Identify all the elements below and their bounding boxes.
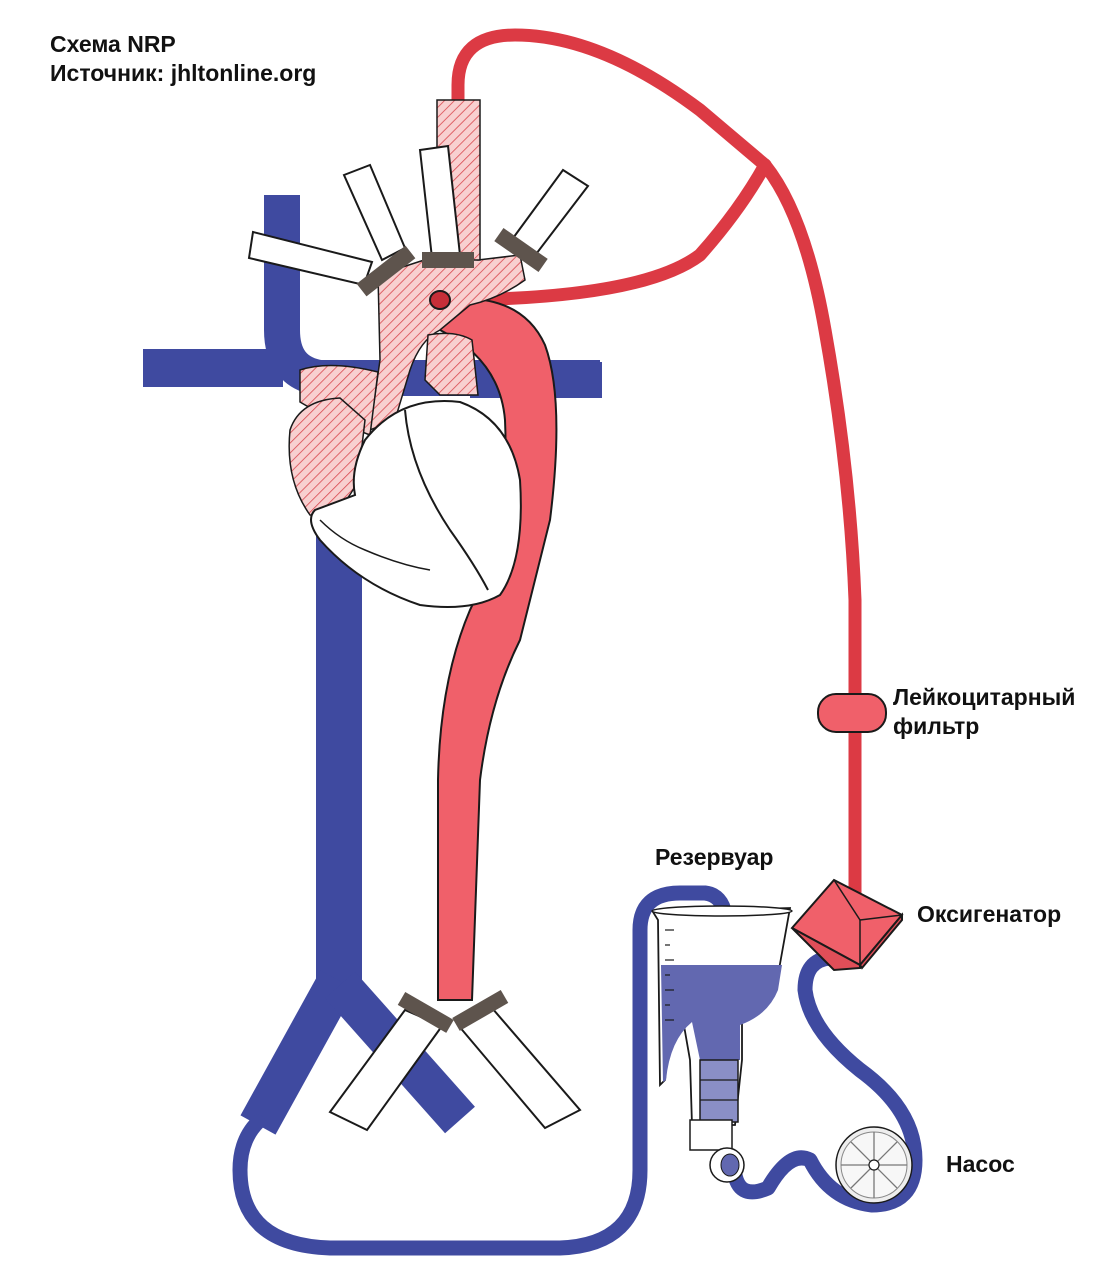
oxygenator-label: Оксигенатор xyxy=(917,901,1062,927)
oxygenator xyxy=(790,878,904,972)
reservoir-label: Резервуар xyxy=(655,844,774,870)
leukocyte-filter-label: Лейкоцитарный фильтр xyxy=(893,683,1075,741)
inferior-vena-cava xyxy=(316,520,362,990)
horizontal-vein xyxy=(143,349,283,387)
title-block: Схема NRP Источник: jhltonline.org xyxy=(50,30,316,88)
branch-vessels xyxy=(247,144,590,1132)
clamp-right xyxy=(494,227,548,273)
reservoir xyxy=(651,905,793,1183)
reservoir-rim xyxy=(651,905,793,917)
heart-septum xyxy=(404,409,489,591)
reservoir-outlet xyxy=(689,1119,733,1151)
clamp-iliac-left xyxy=(397,991,454,1033)
reservoir-fluid xyxy=(661,965,782,1082)
arterial-line-to-heart xyxy=(433,158,772,307)
pump-tube xyxy=(727,950,923,1213)
vessel-left-diagonal xyxy=(342,163,407,262)
leukocyte-filter xyxy=(817,693,887,733)
excluded-region xyxy=(288,99,526,517)
reservoir-scale xyxy=(665,929,674,1021)
clamp-center xyxy=(422,252,474,268)
heart-ventricle-line xyxy=(319,519,431,571)
aorta xyxy=(437,297,558,1001)
vein-branch-left xyxy=(240,970,356,1135)
reservoir-neck xyxy=(699,1059,739,1123)
diagram-title: Схема NRP xyxy=(50,31,176,57)
iliac-right xyxy=(456,1006,582,1130)
pump-label: Насос xyxy=(946,1151,1015,1177)
arterial-line-top xyxy=(451,28,772,172)
clamp-iliac-right xyxy=(452,989,509,1031)
arterial-circuit xyxy=(433,28,904,972)
venous-drainage-tube xyxy=(232,885,733,1256)
clamp-left xyxy=(356,245,416,297)
heart xyxy=(310,400,522,609)
clamps xyxy=(356,227,548,1033)
aortic-arch-hatched xyxy=(369,254,526,432)
pulmonary-hatched xyxy=(424,332,479,396)
leukocyte-filter-label-line2: фильтр xyxy=(893,712,980,739)
source-credit: Источник: jhltonline.org xyxy=(50,59,317,86)
leukocyte-filter-label-line1: Лейкоцитарный xyxy=(893,684,1076,710)
arterial-line-down xyxy=(758,158,862,902)
aortic-cannula xyxy=(429,290,451,310)
pump xyxy=(835,1126,913,1204)
